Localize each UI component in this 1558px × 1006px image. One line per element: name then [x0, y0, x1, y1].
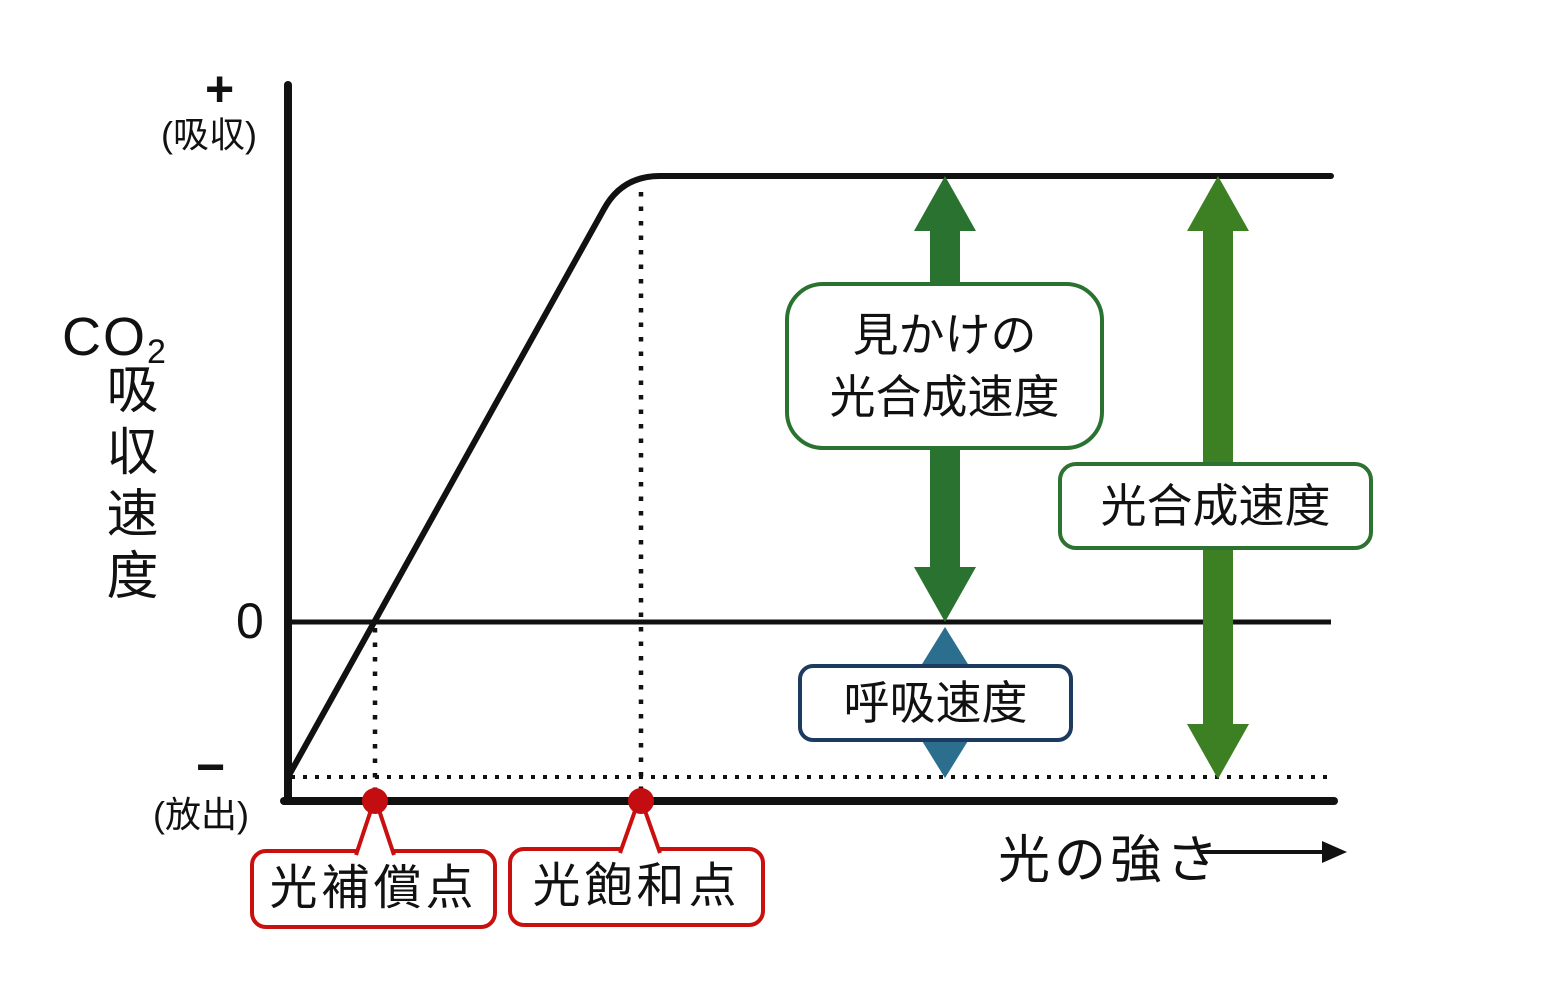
y-axis-plus-sign: +: [205, 61, 235, 117]
y-axis-release-note: (放出): [153, 794, 249, 835]
y-axis-absorb-note: (吸収): [161, 114, 257, 155]
photosynthesis-rate-label: 光合成速度: [1100, 480, 1331, 532]
apparent-rate-line1: 見かけの: [852, 309, 1037, 361]
co2-text: CO: [62, 307, 147, 367]
respiration-rate-box: 呼吸速度: [798, 664, 1073, 742]
y-axis-zero-label: 0: [236, 593, 264, 649]
compensation-point-label: 光補償点: [269, 862, 478, 915]
y-axis-minus-sign: −: [196, 739, 226, 795]
y-axis-vertical-label: 吸収速度: [98, 362, 156, 610]
x-axis-label: 光の強さ: [998, 832, 1223, 890]
light-saturation-point-box: 光飽和点: [508, 847, 765, 927]
apparent-photosynthesis-rate-box: 見かけの 光合成速度: [785, 282, 1104, 450]
apparent-rate-line2: 光合成速度: [829, 371, 1060, 423]
saturation-point-label: 光飽和点: [532, 860, 741, 913]
light-compensation-point-box: 光補償点: [250, 849, 497, 929]
co2-subscript: 2: [147, 333, 168, 371]
x-direction-arrow-head: [1322, 841, 1347, 863]
y-axis-co2-label: CO2: [62, 306, 168, 372]
co2-absorption-curve: [285, 173, 1334, 780]
photosynthesis-rate-box: 光合成速度: [1058, 462, 1373, 550]
respiration-rate-label: 呼吸速度: [843, 677, 1028, 729]
